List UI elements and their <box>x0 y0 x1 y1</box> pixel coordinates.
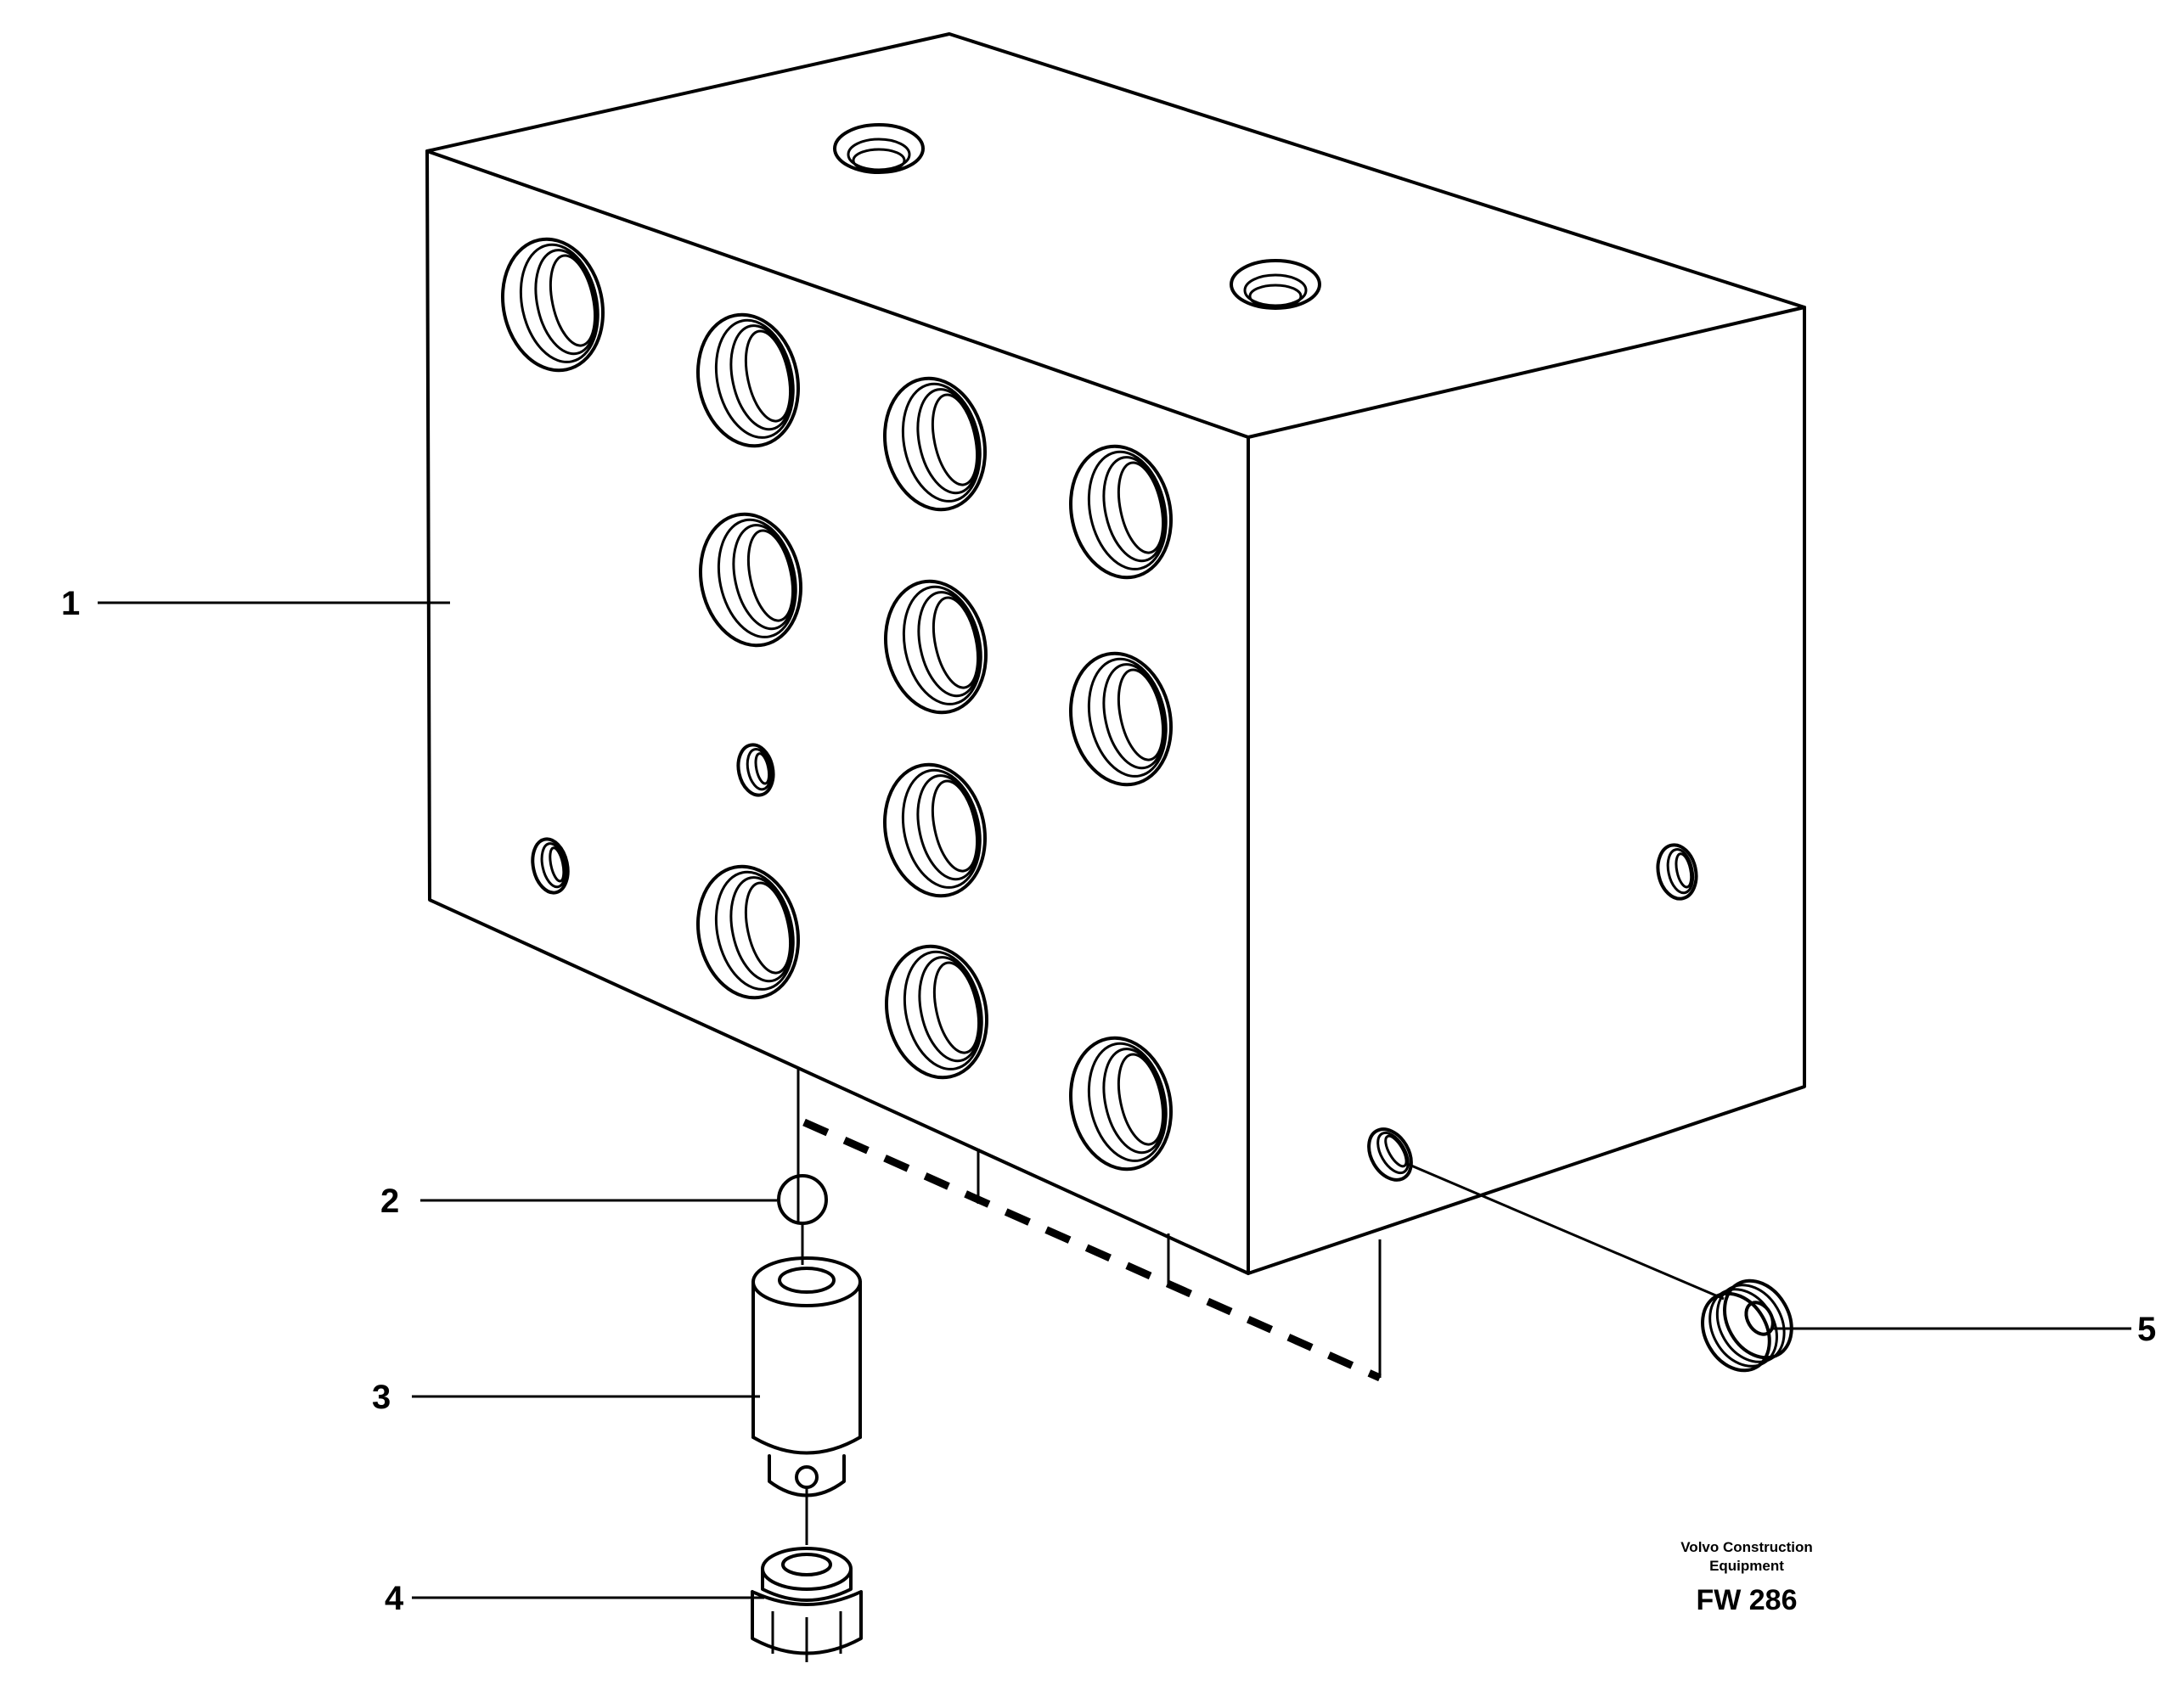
ball-part <box>777 1174 828 1265</box>
callout-2: 2 <box>380 1183 399 1220</box>
plug-screw-part <box>1404 1161 1793 1373</box>
top-ports <box>833 123 1321 310</box>
port-icon <box>695 864 801 1000</box>
phantom-outline <box>796 1068 1382 1382</box>
brand-line-1: Volvo Construction <box>1680 1539 1813 1555</box>
port-icon <box>698 512 803 648</box>
small-port-icon <box>531 837 570 895</box>
port-icon <box>883 579 988 715</box>
port-icon <box>1068 444 1174 580</box>
small-port-icon <box>736 743 775 797</box>
port-icon <box>882 762 988 898</box>
port-icon <box>1068 651 1174 787</box>
valve-cartridge-part <box>751 1256 862 1545</box>
leader-lines <box>98 601 2131 1599</box>
brand-line-2: Equipment <box>1709 1558 1784 1574</box>
port-icon <box>882 376 988 512</box>
port-icon <box>833 123 925 174</box>
callout-3: 3 <box>372 1379 391 1416</box>
callout-5: 5 <box>2137 1311 2156 1348</box>
small-port-icon <box>1656 843 1698 901</box>
figure-code: FW 286 <box>1696 1584 1797 1616</box>
port-icon <box>1230 259 1321 310</box>
callout-4: 4 <box>385 1580 404 1617</box>
port-icon <box>695 312 801 448</box>
front-ports <box>500 237 1174 1172</box>
small-ports <box>531 743 1698 1182</box>
callout-1: 1 <box>61 585 80 622</box>
port-icon <box>884 944 989 1080</box>
port-icon <box>1068 1036 1174 1172</box>
small-port-icon <box>1367 1127 1413 1182</box>
port-icon <box>500 237 605 373</box>
valve-block <box>425 32 1806 1275</box>
plug-part <box>751 1547 863 1662</box>
